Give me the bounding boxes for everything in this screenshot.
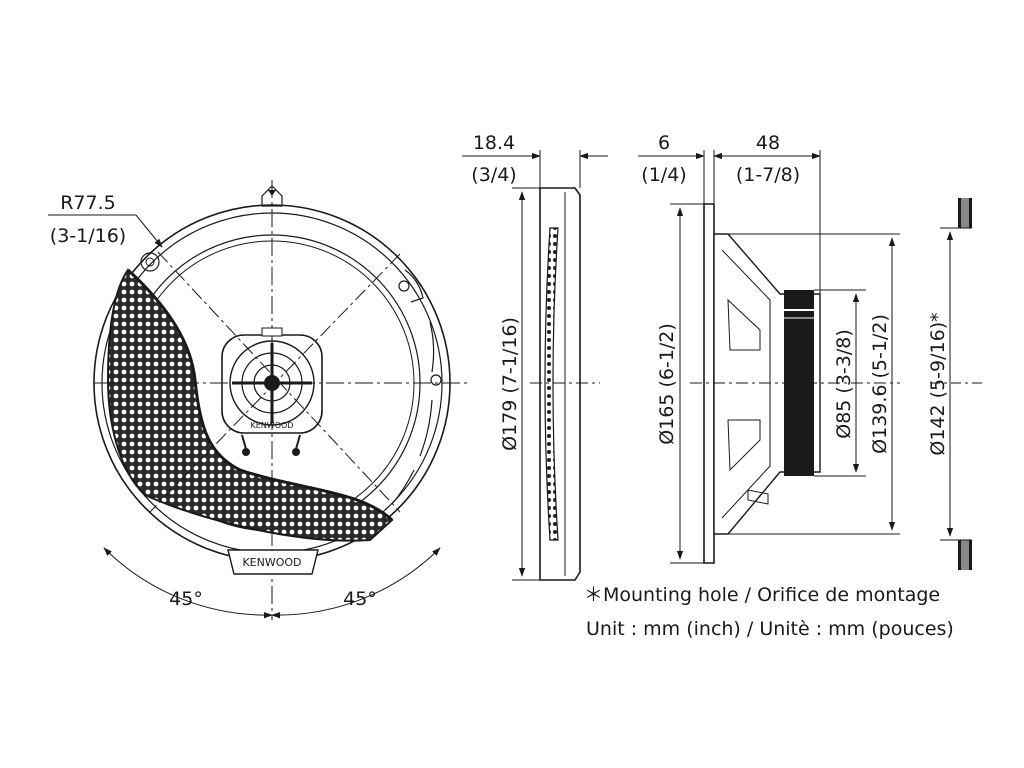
speaker-terminal: [747, 489, 769, 505]
grille-side-view: 18.4 (3/4) Ø179 (7-1/16): [462, 132, 608, 581]
mounting-view: Ø142 (5-9/16)*: [927, 198, 985, 570]
grille-depth-label: 18.4: [473, 132, 515, 154]
magnet-diameter-label: Ø85 (3-3/8): [833, 329, 855, 439]
flange-label-inch: (1/4): [641, 164, 686, 186]
basket-window-bottom: [727, 419, 761, 472]
front-view: KENWOOD KENWOOD R77.5 (3-1/16) 45° 45°: [48, 180, 468, 620]
angle-arc-right: [271, 547, 441, 619]
depth-label: 48: [756, 132, 780, 154]
unit-note: Unit : mm (inch) / Unitè : mm (pouces): [586, 618, 954, 640]
basket-window-top: [727, 298, 761, 351]
radius-label-inch: (3-1/16): [50, 225, 126, 247]
tweeter: [221, 327, 323, 456]
panel-top-hatch: [961, 198, 969, 228]
radius-label: R77.5: [60, 192, 116, 214]
brand-label: KENWOOD: [242, 556, 301, 569]
panel-bottom-hatch: [961, 540, 969, 570]
grille: [106, 268, 394, 542]
angle-label-left: 45°: [169, 588, 203, 610]
top-notch: [261, 185, 283, 207]
mounting-point: [140, 252, 160, 272]
angle-arc-left: [103, 547, 273, 619]
cone-diameter-label: Ø139.6 (5-1/2): [869, 314, 891, 454]
grille-edge: [126, 268, 394, 522]
mounting-point-hole: [145, 257, 155, 267]
depth-label-inch: (1-7/8): [736, 164, 800, 186]
tweeter-brand-label: KENWOOD: [251, 421, 294, 430]
flange-label: 6: [658, 132, 670, 154]
hole-diameter-label: Ø142 (5-9/16)*: [927, 312, 949, 455]
grille-side-mesh: [544, 227, 559, 541]
mounting-tabs: [391, 269, 442, 505]
frame-diameter-label: Ø165 (6-1/2): [656, 323, 678, 445]
angle-label-right: 45°: [343, 588, 377, 610]
grille-depth-label-inch: (3/4): [471, 164, 516, 186]
speaker-side-view: 6 (1/4) 48 (1-7/8) Ø165 (6-1/2) Ø85 (3-3…: [638, 132, 900, 564]
radius-leader: [135, 214, 163, 248]
mounting-hole-note: ＊Mounting hole / Orifice de montage: [584, 584, 940, 606]
grille-diameter-label: Ø179 (7-1/16): [499, 317, 521, 451]
